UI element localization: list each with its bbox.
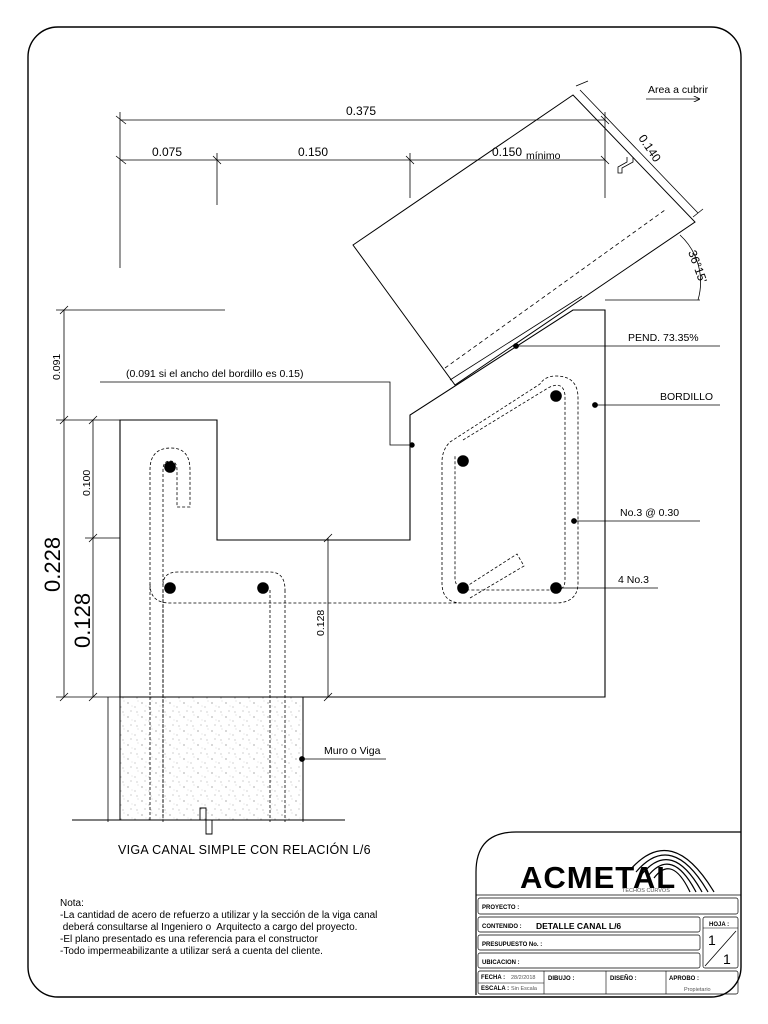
tb-aprobo-label: APROBO : xyxy=(669,976,699,982)
tb-hoja-total: 1 xyxy=(723,951,731,967)
dim-seg-3: 0.150 xyxy=(492,145,522,159)
dim-angle: 36°15' xyxy=(685,248,710,285)
notes-heading: Nota: xyxy=(60,898,84,909)
tb-fecha-value: 28/2/2018 xyxy=(511,975,535,981)
leader-bordillo xyxy=(592,402,720,408)
dim-inner-height: 0.128 xyxy=(315,610,327,636)
dim-height-upper: 0.100 xyxy=(81,470,93,496)
label-bordillo-note: (0.091 si el ancho del bordillo es 0.15) xyxy=(126,368,303,380)
note-line: -El plano presentado es una referencia p… xyxy=(60,934,319,945)
tb-contenido-label: CONTENIDO : xyxy=(482,924,522,930)
rebar-bar xyxy=(457,582,469,594)
dim-top-gap: 0.091 xyxy=(51,354,63,380)
label-muro: Muro o Viga xyxy=(324,745,381,757)
tb-contenido-value: DETALLE CANAL L/6 xyxy=(536,921,621,931)
dim-roof-depth: 0.140 xyxy=(636,132,665,165)
note-line: -La cantidad de acero de refuerzo a util… xyxy=(60,910,377,921)
rebar-bar xyxy=(457,455,469,467)
left-dimensions xyxy=(56,305,333,702)
label-estribos: No.3 @ 0.30 xyxy=(620,507,679,519)
tb-dibujo-label: DIBUJO : xyxy=(548,976,574,982)
dimension-lines xyxy=(115,112,610,268)
tb-ubicacion-label: UBICACION : xyxy=(482,960,520,966)
sheet-border xyxy=(27,26,742,998)
label-bordillo: BORDILLO xyxy=(660,391,713,403)
dim-seg-2: 0.150 xyxy=(298,145,328,159)
break-line xyxy=(72,807,345,835)
tb-escala-value: Sin Escala xyxy=(511,986,538,992)
dim-seg-3-note: mínimo xyxy=(526,150,561,162)
rebar-bars xyxy=(164,390,562,594)
label-area-cubrir: Area a cubrir xyxy=(648,84,709,96)
label-pendiente: PEND. 73.35% xyxy=(628,332,699,344)
label-varillas: 4 No.3 xyxy=(618,574,649,586)
rebar-bar xyxy=(164,582,176,594)
wall-support xyxy=(119,696,304,821)
rebar-bar xyxy=(550,582,562,594)
drawing-title: VIGA CANAL SIMPLE CON RELACIÓN L/6 xyxy=(118,842,371,857)
roof-panel xyxy=(352,80,704,386)
dim-total-width: 0.375 xyxy=(346,104,376,118)
leader-estribos xyxy=(571,518,700,524)
tb-aprobo-value: Propietario xyxy=(684,987,711,993)
tb-hoja-num: 1 xyxy=(708,932,716,948)
title-block: ACMETAL TECHOS CURVOS PROYECTO : CONTENI… xyxy=(475,831,741,995)
logo-subtitle: TECHOS CURVOS xyxy=(622,888,670,894)
leader-pendiente xyxy=(449,295,720,381)
tb-proyecto-label: PROYECTO : xyxy=(482,905,519,911)
note-line: -Todo impermeabilizante a utilizar será … xyxy=(60,946,323,957)
tb-hoja-label: HOJA : xyxy=(709,922,729,928)
logo-text: ACMETAL xyxy=(520,860,676,895)
bordillo-note-leader xyxy=(100,381,415,448)
gutter-beam-outline xyxy=(119,309,606,698)
rebar-bar xyxy=(257,582,269,594)
dim-seg-1: 0.075 xyxy=(152,145,182,159)
logo-arcs xyxy=(629,849,715,893)
dim-height-lower: 0.128 xyxy=(70,593,95,648)
tb-fecha-label: FECHA : xyxy=(481,975,505,981)
note-line: deberá consultarse al Ingeniero o Arquit… xyxy=(60,922,357,933)
notes: Nota: -La cantidad de acero de refuerzo … xyxy=(60,898,377,957)
leader-muro xyxy=(299,756,386,762)
rebar-bar xyxy=(164,461,176,473)
tb-presupuesto-label: PRESUPUESTO No. : xyxy=(482,942,542,948)
tb-escala-label: ESCALA : xyxy=(481,986,509,992)
tb-diseno-label: DISEÑO : xyxy=(610,975,637,982)
rebar-bar xyxy=(550,390,562,402)
dim-height-total: 0.228 xyxy=(40,537,65,592)
